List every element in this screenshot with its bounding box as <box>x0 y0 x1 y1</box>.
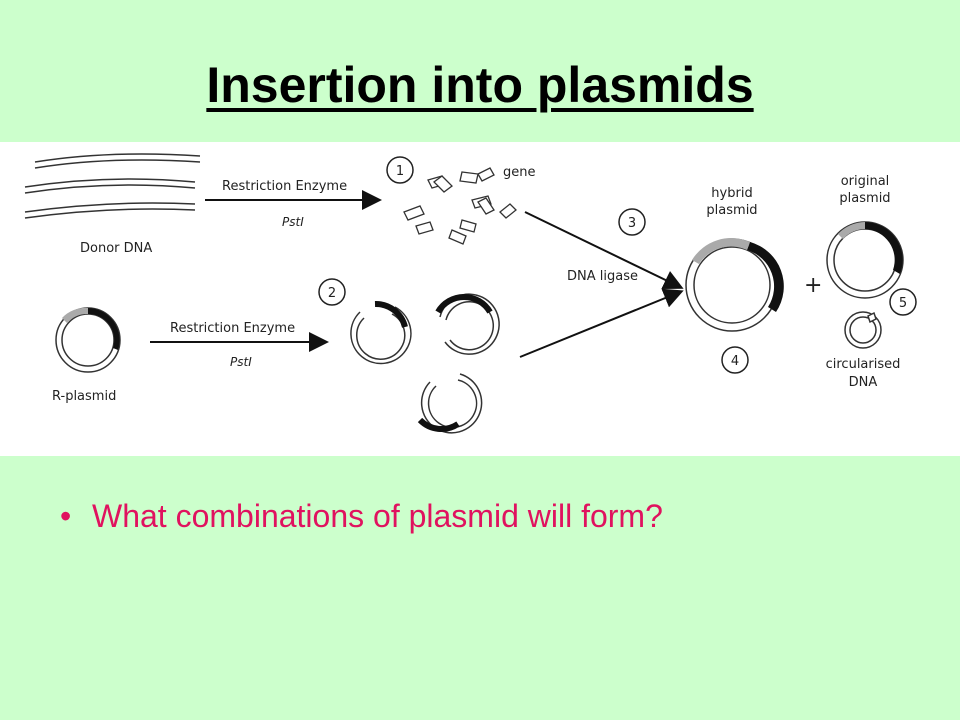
circularised-label-2: DNA <box>849 375 878 390</box>
dna-fragments <box>403 167 517 245</box>
hybrid-plasmid <box>685 238 784 332</box>
bullet-item: • What combinations of plasmid will form… <box>58 498 663 535</box>
enzyme-name-1: PstI <box>282 215 304 229</box>
step-5-circle <box>889 288 917 316</box>
hybrid-label-2: plasmid <box>706 203 757 218</box>
r-plasmid <box>55 307 121 373</box>
enzyme-name-2: PstI <box>230 355 252 369</box>
plasmid-insertion-diagram: Donor DNA Restriction Enzyme PstI 1 gene… <box>0 142 960 456</box>
step-1-number: 1 <box>396 164 404 179</box>
step-3-circle <box>618 208 646 236</box>
arrow-plasmid-to-hybrid <box>519 288 684 358</box>
step-4-number: 4 <box>731 354 739 369</box>
cut-plasmids <box>350 293 500 434</box>
step-5-number: 5 <box>899 296 907 311</box>
plus-sign: + <box>804 273 822 298</box>
hybrid-label-1: hybrid <box>711 186 752 201</box>
bullet-text: What combinations of plasmid will form? <box>92 498 663 534</box>
diagram-svg: Donor DNA Restriction Enzyme PstI 1 gene… <box>24 153 917 434</box>
slide-title: Insertion into plasmids <box>206 57 754 113</box>
gene-label: gene <box>503 165 536 180</box>
original-plasmid <box>826 221 904 299</box>
original-label-2: plasmid <box>839 191 890 206</box>
restriction-enzyme-label-1: Restriction Enzyme <box>222 179 347 194</box>
bullet-dot: • <box>60 498 72 534</box>
r-plasmid-label: R-plasmid <box>52 389 116 404</box>
step-1-circle <box>386 156 414 184</box>
step-4-circle <box>721 346 749 374</box>
step-3-number: 3 <box>628 216 636 231</box>
original-label-1: original <box>841 174 890 189</box>
bullet-list: • What combinations of plasmid will form… <box>58 498 663 535</box>
circularised-label-1: circularised <box>826 357 901 372</box>
step-2-circle <box>318 278 346 306</box>
donor-dna-strands <box>24 153 201 219</box>
restriction-enzyme-label-2: Restriction Enzyme <box>170 321 295 336</box>
circularised-dna <box>844 311 882 349</box>
donor-dna-label: Donor DNA <box>80 241 152 256</box>
step-2-number: 2 <box>328 286 336 301</box>
arrow-fragments-to-hybrid <box>524 211 684 290</box>
dna-ligase-label: DNA ligase <box>567 269 638 284</box>
